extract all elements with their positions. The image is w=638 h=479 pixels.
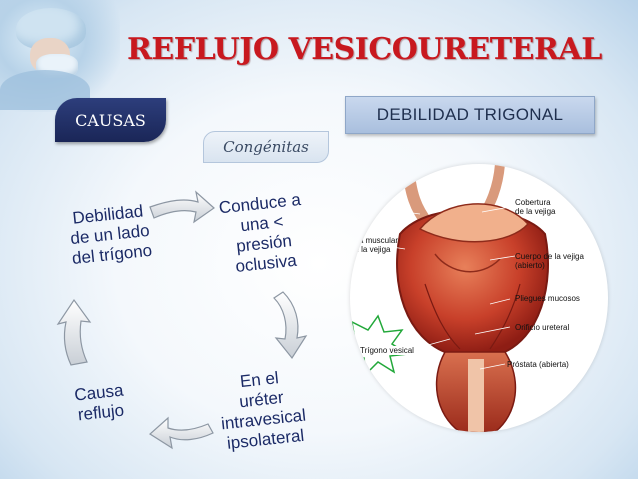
arrow-up-icon	[58, 300, 90, 365]
label-cuerpo: Cuerpo de la vejiga(abierto)	[515, 252, 584, 270]
arrow-down-icon	[274, 292, 306, 358]
label-uraco: uraco	[356, 206, 376, 215]
label-pliegues: Pliegues mucosos	[515, 294, 580, 303]
label-orificio: Orificio ureteral	[515, 323, 569, 332]
label-prostata: Próstata (abierta)	[507, 360, 569, 369]
arrow-left-icon	[150, 418, 213, 448]
label-trigono: Trígono vesical	[360, 346, 414, 355]
